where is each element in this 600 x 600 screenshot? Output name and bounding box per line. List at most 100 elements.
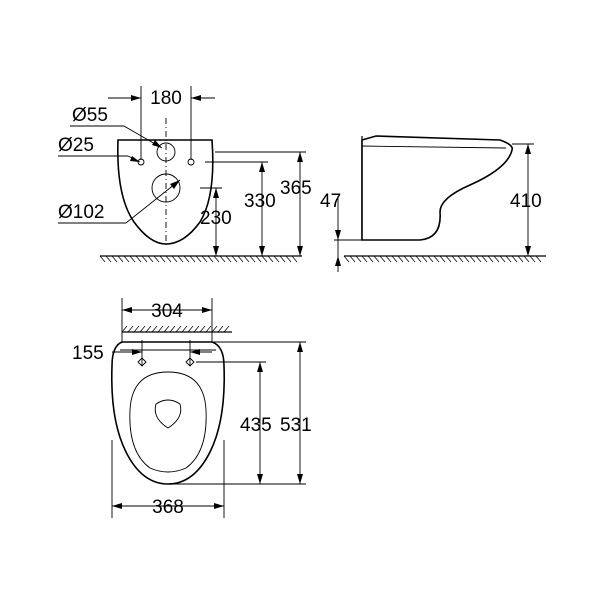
hatch-stroke [105,255,112,263]
dim-368-arrow-right [214,503,224,509]
dim-531-arrow-top [297,342,303,352]
hatch-stroke [217,325,224,333]
hatch-stroke [427,255,434,263]
hatch-stroke [157,325,164,333]
top-bowl-inner [129,371,207,473]
hatch-stroke [397,255,404,263]
dim-330-arrow-bottom [259,246,265,256]
dim-410-label: 410 [510,191,542,212]
dim-180-arrow-left [131,95,141,101]
dim-47-arrow-top [335,230,341,240]
dim-155-arrow-right [190,349,200,355]
hatch-stroke [457,255,464,263]
hatch-stroke [433,255,440,263]
hatch-stroke [153,255,160,263]
hatch-stroke [439,255,446,263]
hatch-stroke [463,255,470,263]
dim-435-arrow-bottom [257,474,263,484]
hatch-stroke [121,325,128,333]
hatch-stroke [201,255,208,263]
top-bowl-outer [110,341,226,485]
hatch-stroke [279,255,286,263]
dim-230-label: 230 [200,208,232,229]
hatch-stroke [261,255,268,263]
hatch-stroke [225,255,232,263]
hatch-stroke [195,255,202,263]
hatch-stroke [349,255,356,263]
hatch-stroke [499,255,506,263]
hatch-stroke [343,255,350,263]
top-outlet-shape [154,399,182,429]
hatch-stroke [505,255,512,263]
hatch-stroke [487,255,494,263]
hatch-stroke [403,255,410,263]
dim-230-arrow-top [213,188,219,198]
hatch-stroke [163,325,170,333]
hatch-stroke [129,255,136,263]
dim-304-arrow-right [202,307,212,313]
hatch-stroke [127,325,134,333]
hatch-stroke [175,325,182,333]
hatch-stroke [123,255,130,263]
dim-180-arrow-right [191,95,201,101]
dim-531-label: 531 [280,415,312,436]
hatch-stroke [237,255,244,263]
hatch-stroke [517,255,524,263]
hatch-stroke [421,255,428,263]
hatch-stroke [367,255,374,263]
hatch-stroke [111,255,118,263]
hatch-stroke [355,255,362,263]
hatch-stroke [469,255,476,263]
hatch-stroke [511,255,518,263]
hatch-stroke [159,255,166,263]
hatch-stroke [385,255,392,263]
hatch-stroke [231,255,238,263]
hatch-stroke [99,255,106,263]
hatch-stroke [205,325,212,333]
hatch-stroke [481,255,488,263]
dim-531-arrow-bottom [297,474,303,484]
hatch-stroke [379,255,386,263]
hatch-stroke [165,255,172,263]
dim-435-arrow-top [257,362,263,372]
hatch-stroke [219,255,226,263]
hatch-stroke [243,255,250,263]
hatch-stroke [145,325,152,333]
hatch-stroke [273,255,280,263]
hatch-stroke [391,255,398,263]
dim-155-arrow-left [132,349,142,355]
hatch-stroke [183,255,190,263]
dim-365-label: 365 [280,178,312,199]
dim-365-arrow-top [297,152,303,162]
dim-155-label: 155 [72,343,104,364]
dim-47-arrow-bottom [335,256,341,266]
dim-368-label: 368 [152,497,184,518]
dim-180-label: 180 [150,88,182,109]
front-floor-hatch [99,255,298,263]
side-rim-line [361,145,507,149]
hatch-stroke [189,255,196,263]
hatch-stroke [373,255,380,263]
hatch-stroke [181,325,188,333]
hatch-stroke [135,255,142,263]
hatch-stroke [285,255,292,263]
side-view: 47 410 [320,135,546,272]
hatch-stroke [529,255,536,263]
hatch-stroke [177,255,184,263]
dim-102-label: Ø102 [58,202,104,223]
hatch-stroke [169,325,176,333]
hatch-stroke [451,255,458,263]
dim-365-arrow-bottom [297,246,303,256]
hatch-stroke [535,255,542,263]
hatch-stroke [207,255,214,263]
side-floor-hatch [343,255,542,263]
dim-410-arrow-bottom [525,246,531,256]
hatch-stroke [171,255,178,263]
hatch-stroke [193,325,200,333]
hatch-stroke [493,255,500,263]
hatch-stroke [151,325,158,333]
hatch-stroke [523,255,530,263]
hatch-stroke [213,255,220,263]
hatch-stroke [415,255,422,263]
